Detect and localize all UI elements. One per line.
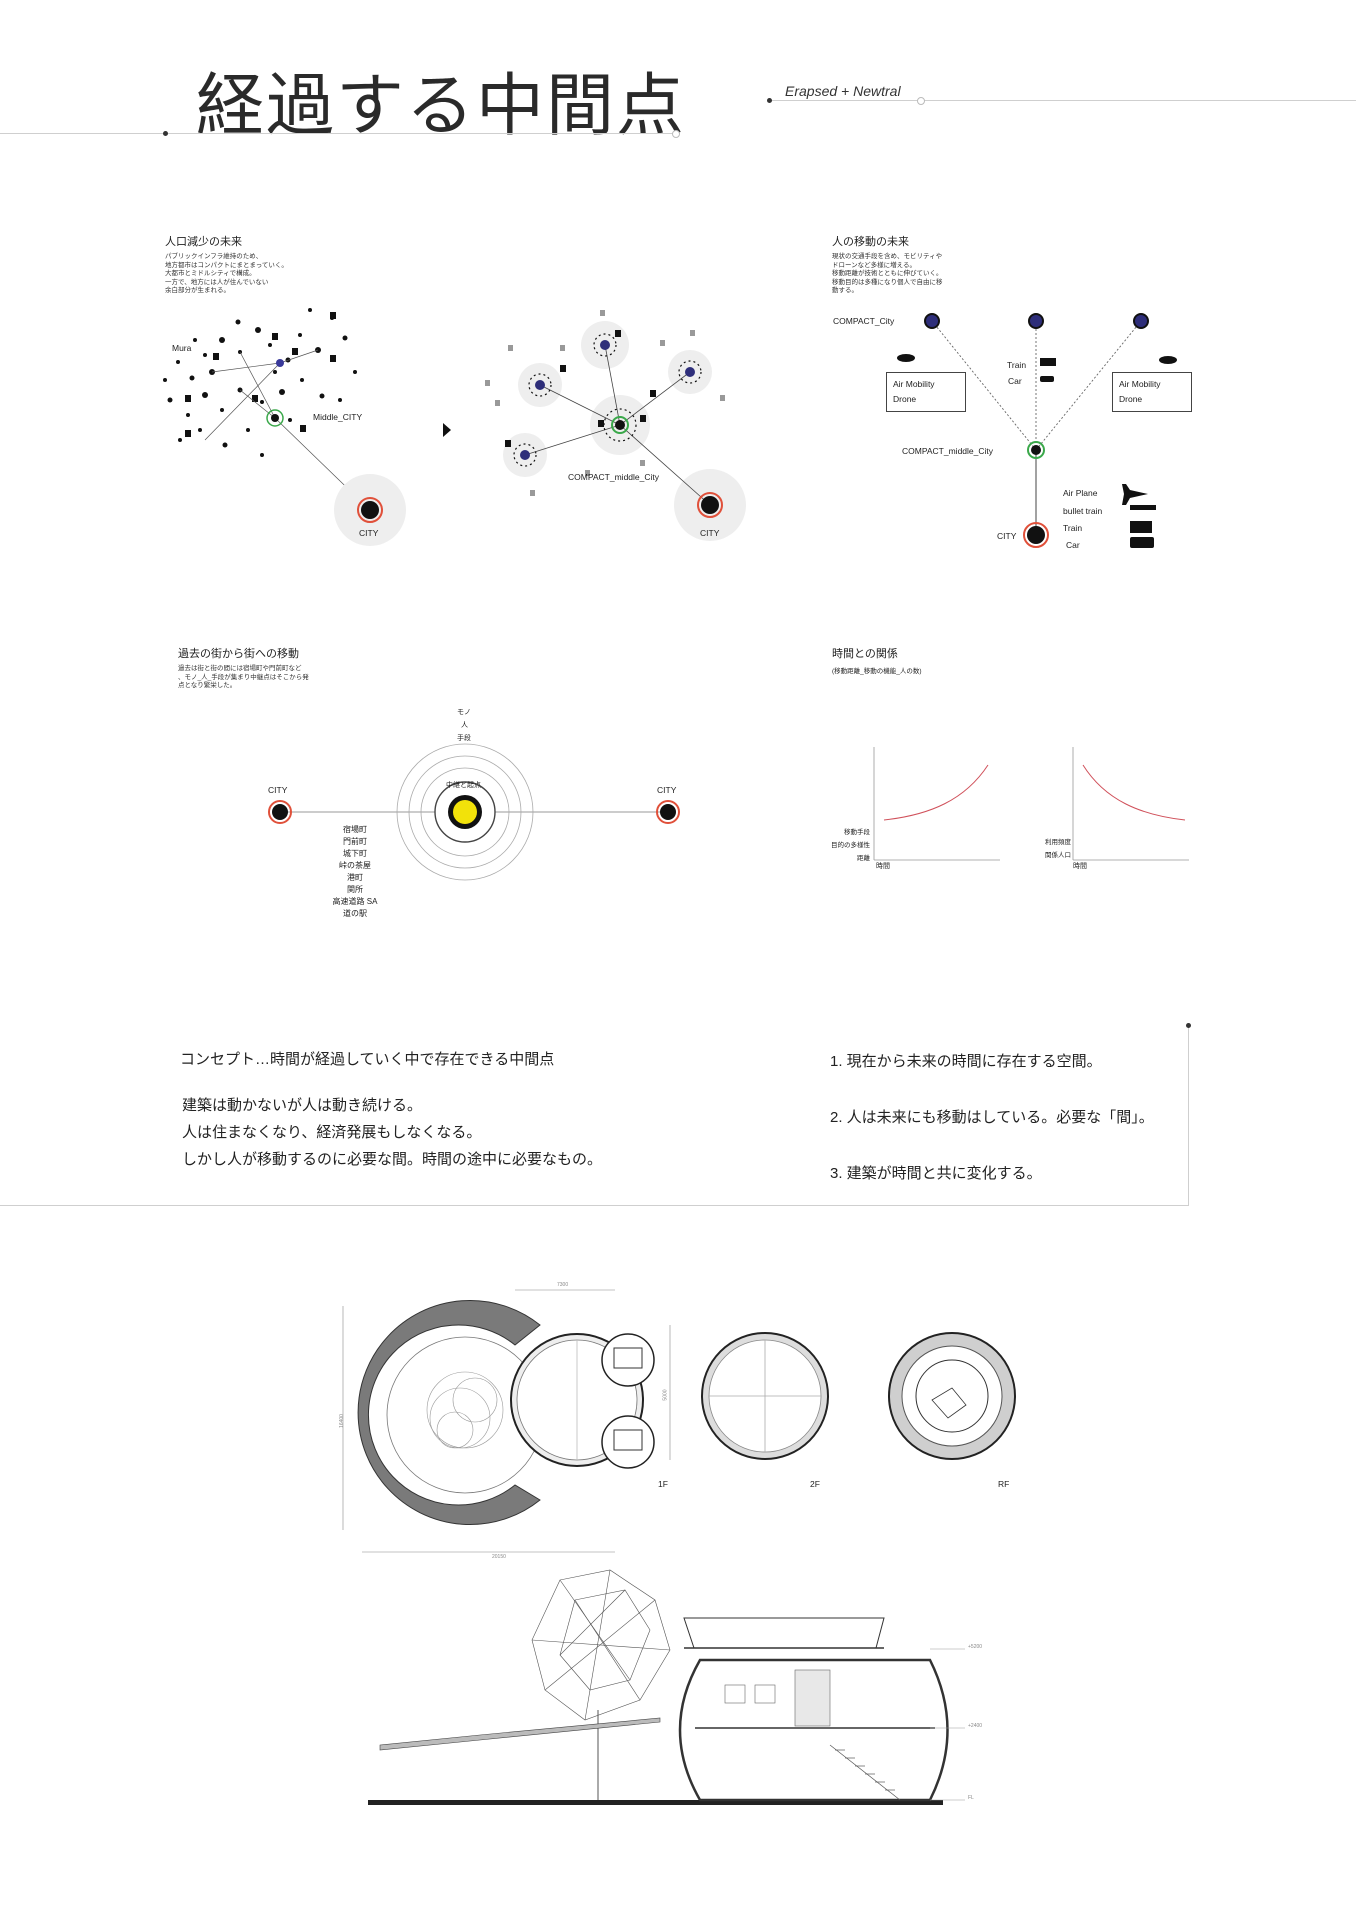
plan-rf-label: RF [998,1479,1010,1489]
mobility-city-label: CITY [997,531,1017,541]
mura-links [204,349,371,511]
time-sub: (移動距離_移動の機能_人の数) [832,668,922,675]
dim-left: 16400 [338,1414,345,1428]
subtitle-bullet [767,98,772,103]
time-left-xlabel: 時間 [876,863,890,870]
level-fl: FL [968,1795,974,1801]
mode-bullet-train: bullet train [1063,506,1103,516]
plan-2f-label: 2F [810,1479,820,1489]
subtitle-ring [917,97,925,105]
past-desc: 過去は街と街の間には宿場町や門前町など、モノ_人_手段が集まり中継点はそこから発… [178,665,309,689]
mode-car: Car [1066,540,1080,550]
concept-right-line [1188,1025,1189,1206]
mura-label: Mura [172,343,192,353]
middle-city-label: Middle_CITY [313,412,363,422]
dim-bottom: 20150 [492,1554,506,1560]
past-city-right: CITY [657,785,677,795]
level-top: +5200 [968,1644,983,1650]
time-heading: 時間との関係 [832,648,898,660]
past-city-left: CITY [268,785,288,795]
title-end-ring [672,130,680,138]
plan-1f-label: 1F [658,1479,668,1489]
concept-bullet [1186,1023,1191,1028]
concept-point-2: 2. 人は未来にも移動はしている。必要な「間」。 [830,1109,1154,1126]
concept-point-1: 1. 現在から未来の時間に存在する空間。 [830,1053,1102,1070]
compact-label: COMPACT_middle_City [568,472,660,482]
level-mid: +2400 [968,1723,983,1729]
subtitle-line [770,100,1356,101]
population-heading: 人口減少の未来 [165,236,242,248]
time-left-ylabels: 移動手段目的の多様性距離 [831,829,870,862]
past-top-shudan: 手段 [457,735,471,742]
past-center-label: 中継と起点 [446,782,481,789]
time-right-xlabel: 時間 [1073,863,1087,870]
mode-train: Train [1063,523,1083,533]
mura-scatter [163,308,357,457]
past-top-hito: 人 [461,722,468,729]
city-label-2: CITY [700,528,720,538]
page-title: 経過する中間点 [196,67,687,146]
city-label-1: CITY [359,528,379,538]
compact-clusters [503,321,746,541]
page-subtitle: Erapsed + Newtral [785,83,901,99]
mode-airplane: Air Plane [1063,488,1098,498]
concept-bottom-line [0,1205,1189,1206]
concept-line-3: しかし人が移動するのに必要な間。時間の途中に必要なもの。 [182,1151,603,1168]
past-heading: 過去の街から街への移動 [178,648,299,660]
title-underline [0,133,680,134]
mobility-heading: 人の移動の未来 [832,236,909,248]
compact-city-label: COMPACT_City [833,316,895,326]
car-label: Car [1008,376,1022,386]
mobility-desc: 現状の交通手段を含め、モビリティやドローンなど多様に増える。移動距離が技術ととも… [832,253,943,294]
past-top-mono: モノ [457,709,471,716]
dim-top: 7300 [557,1282,569,1288]
population-desc: パブリックインフラ維持のため、地方都市はコンパクトにまとまっていく。大都市とミド… [165,253,288,294]
dim-right: 5000 [662,1389,669,1401]
title-bullet [163,131,168,136]
train-label: Train [1007,360,1027,370]
time-right-ylabels: 利用頻度関係人口 [1045,839,1071,859]
concept-line-1: 建築は動かないが人は動き続ける。 [182,1097,423,1114]
concept-point-3: 3. 建築が時間と共に変化する。 [830,1165,1042,1182]
concept-line-2: 人は住まなくなり、経済発展もしなくなる。 [182,1124,482,1141]
compact-middle-label: COMPACT_middle_City [902,446,994,456]
concept-title: コンセプト…時間が経過していく中で存在できる中間点 [180,1051,555,1068]
